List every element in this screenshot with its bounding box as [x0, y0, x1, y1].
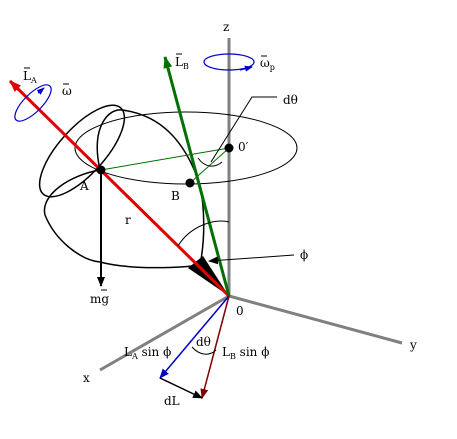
mg-label: mg: [90, 292, 109, 306]
point-b-dot: [185, 178, 195, 188]
x-axis: [99, 294, 230, 372]
a-to-o-prime: [100, 147, 230, 171]
l-a-sin-phi-vector: [159, 295, 230, 379]
l-b-label: LB: [175, 55, 189, 71]
dl-label: dL: [164, 394, 180, 408]
x-axis-label: x: [83, 371, 90, 385]
y-axis: [228, 294, 403, 345]
z-axis-label: z: [223, 20, 229, 34]
precession-circle: [74, 111, 298, 185]
phi-arc: [177, 220, 230, 247]
point-a-dot: [96, 165, 106, 175]
point-o-prime-dot: [224, 143, 234, 153]
dtheta-top-label: dθ: [283, 93, 298, 107]
omega-label: ω: [62, 84, 72, 98]
l-a-vector: [8, 79, 231, 298]
origin-label: 0: [236, 304, 244, 318]
l-b-sin-phi-vector: [200, 295, 230, 399]
omega-spin-arrow: [36, 87, 45, 95]
l-a-label: LA: [23, 69, 37, 85]
omega-spin-loop: [14, 84, 52, 122]
l-a-sin-phi-label: LA sin ϕ: [124, 345, 171, 361]
dtheta-bottom-arc: [191, 346, 217, 355]
dtheta-top-leader: [210, 96, 277, 163]
point-b-label: B: [171, 189, 180, 203]
phi-pointer: [208, 254, 295, 265]
dtheta-top-arc: [197, 157, 223, 167]
point-a-label: A: [79, 179, 89, 193]
omega-p-arrow: [239, 65, 253, 72]
dl-vector: [159, 377, 203, 399]
l-b-vector: [163, 56, 231, 297]
y-axis-label: y: [409, 338, 417, 352]
r-label: r: [125, 213, 131, 227]
dtheta-bottom-label: dθ: [196, 335, 211, 349]
omega-p-loop: [203, 53, 255, 71]
phi-label: ϕ: [300, 248, 308, 262]
l-b-sin-phi-label: LB sin ϕ: [222, 345, 269, 361]
origin-prime-label: 0′: [238, 140, 249, 154]
omega-p-label: ωp: [260, 56, 275, 72]
